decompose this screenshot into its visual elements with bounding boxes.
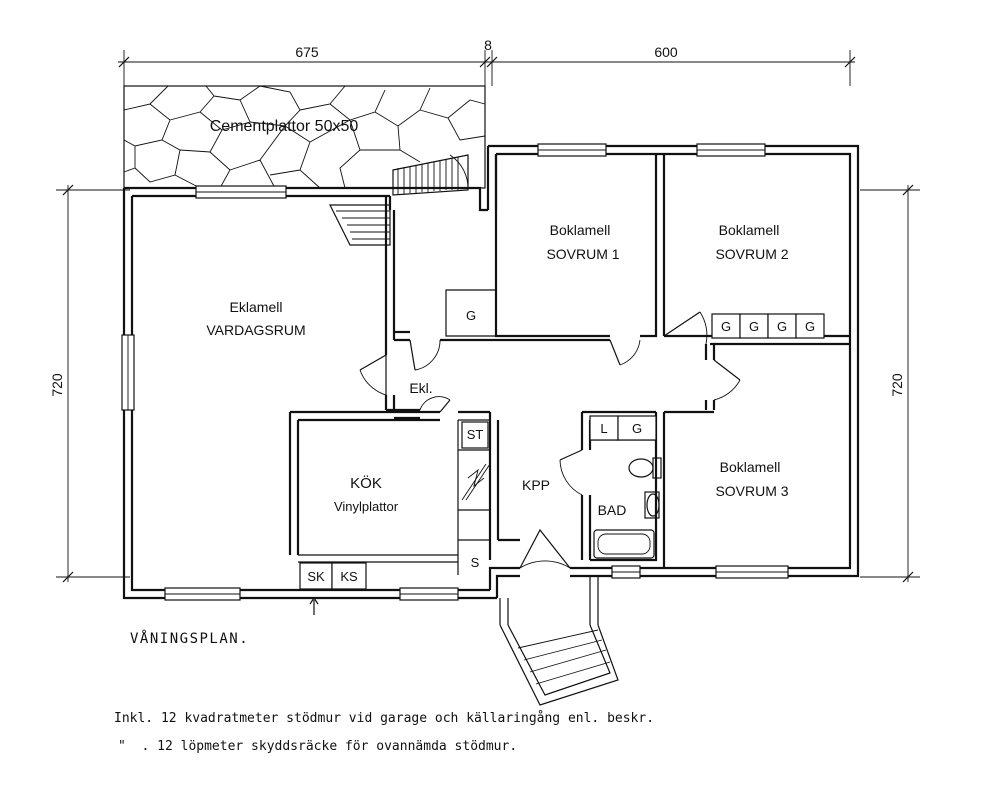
windows bbox=[121, 143, 789, 601]
kitchen-ks-label: KS bbox=[340, 569, 358, 584]
kitchen-floor: Vinylplattor bbox=[334, 499, 399, 514]
dimension-top-mid: 8 bbox=[484, 37, 492, 53]
closet-label: G bbox=[466, 308, 476, 323]
bedroom1-name: SOVRUM 1 bbox=[546, 246, 619, 262]
corridor-floor: KPP bbox=[522, 477, 550, 493]
terrace-label: Cementplattor 50x50 bbox=[210, 118, 359, 135]
hall-floor: Ekl. bbox=[409, 380, 432, 396]
dimension-left-height: 720 bbox=[49, 373, 65, 397]
plan-title: VÅNINGSPLAN. bbox=[130, 630, 249, 647]
living-room-floor: Eklamell bbox=[230, 299, 283, 315]
bedroom3-floor: Boklamell bbox=[720, 459, 781, 475]
bedroom2-floor: Boklamell bbox=[719, 222, 780, 238]
closet-bed2-3: G bbox=[777, 319, 787, 334]
kitchen-st-label: ST bbox=[467, 427, 484, 442]
note-line-2: " . 12 löpmeter skyddsräcke för ovannämd… bbox=[118, 739, 517, 754]
bedroom3-name: SOVRUM 3 bbox=[715, 483, 788, 499]
fixture-boxes bbox=[299, 313, 825, 590]
closet-bed2-2: G bbox=[749, 319, 759, 334]
bedroom2-name: SOVRUM 2 bbox=[715, 246, 788, 262]
kitchen-marker bbox=[309, 596, 319, 615]
doors bbox=[359, 311, 741, 569]
bedroom1-floor: Boklamell bbox=[550, 222, 611, 238]
kitchen-name: KÖK bbox=[350, 474, 382, 492]
living-room-name: VARDAGSRUM bbox=[206, 322, 305, 338]
dimension-right-height: 720 bbox=[889, 373, 905, 397]
interior-walls bbox=[288, 154, 850, 575]
bath-storage-l: L bbox=[600, 421, 607, 436]
closet-bed2-1: G bbox=[721, 319, 731, 334]
entrance-stairs bbox=[499, 575, 619, 706]
kitchen-sk-label: SK bbox=[307, 569, 325, 584]
terrace-flagstones bbox=[123, 85, 486, 246]
note-line-1: Inkl. 12 kvadratmeter stödmur vid garage… bbox=[114, 711, 654, 726]
kitchen-s-label: S bbox=[471, 555, 480, 570]
dimension-top-right: 600 bbox=[654, 44, 678, 60]
bath-fixtures bbox=[461, 457, 662, 559]
closet-bed2-4: G bbox=[805, 319, 815, 334]
bath-storage-g: G bbox=[632, 421, 642, 436]
dimension-top-left: 675 bbox=[295, 44, 319, 60]
dimension-lines bbox=[56, 50, 920, 583]
bath-name: BAD bbox=[598, 502, 627, 518]
